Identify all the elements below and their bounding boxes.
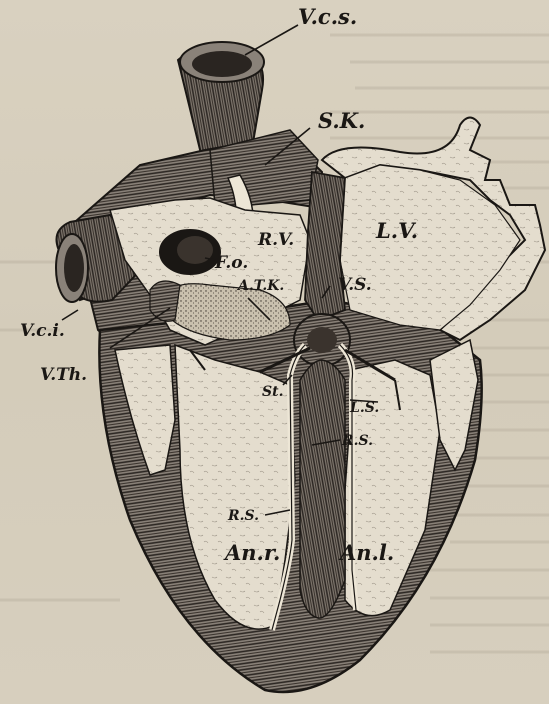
label-st: St. [262,384,283,400]
label-atrioventricular-node: A.T.K. [236,278,284,294]
label-right-branch-lower: R.S. [227,508,259,524]
label-anterior-left: An.l. [338,540,394,565]
ventricular-septum [305,172,345,320]
label-valve-thebesii: V.Th. [40,365,87,385]
label-ventricular-septum: V.S. [338,275,372,295]
label-sinus-knot: S.K. [318,108,365,133]
label-right-ventricle: R.V. [257,230,294,250]
septum-arch [300,360,345,618]
label-vena-cava-inferior: V.c.i. [20,321,65,341]
label-left-ventricle: L.V. [375,218,418,243]
label-foramen-ovale: F.o. [214,253,248,273]
label-anterior-right: An.r. [223,540,280,565]
label-vena-cava-superior: V.c.s. [298,4,357,29]
label-right-branch-upper: R.S. [341,433,373,449]
label-left-branch: L.S. [349,400,379,416]
